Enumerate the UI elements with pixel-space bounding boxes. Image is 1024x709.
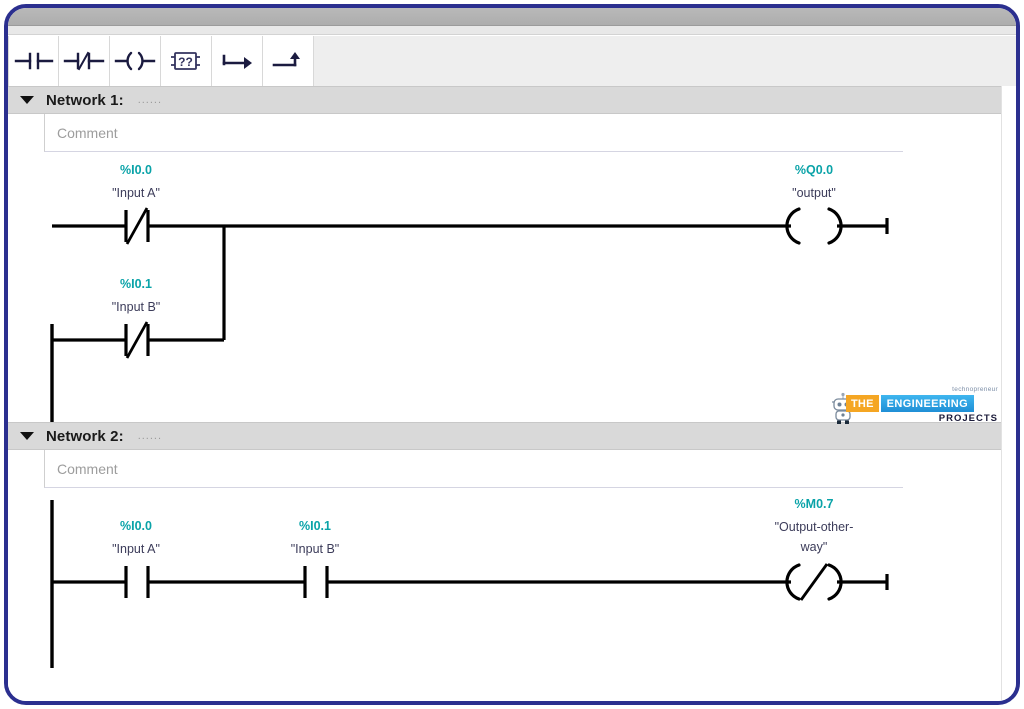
open-branch-button[interactable] (212, 36, 263, 86)
network-1-collapse-toggle[interactable] (8, 95, 46, 105)
ladder-editor-canvas: Network 1: ...... Comment %I0.0 "Input A… (8, 86, 1005, 701)
network-2-collapse-toggle[interactable] (8, 431, 46, 441)
plc-editor-window: ?? (4, 4, 1020, 705)
normally-open-contact-button[interactable] (8, 36, 59, 86)
contact-i01-nc[interactable]: %I0.1 "Input B" (52, 277, 224, 359)
instruction-toolbar: ?? (8, 36, 1016, 86)
coil-m07-symbol-line2: way" (800, 540, 828, 554)
network-2-ladder-diagram[interactable]: %I0.0 "Input A" %I0.1 "Input B" (8, 488, 1005, 688)
network-2-title: Network 2: (46, 427, 124, 445)
network-1-ladder-diagram[interactable]: %I0.0 "Input A" %I0.1 "Input B" (8, 152, 1005, 422)
contact-i01-address: %I0.1 (299, 519, 331, 533)
output-coil-icon (114, 50, 156, 72)
network-1-comment-row: Comment (8, 114, 1005, 152)
normally-open-contact-icon (14, 50, 54, 72)
contact-i01-symbol: "Input B" (112, 300, 161, 314)
coil-q00-address: %Q0.0 (795, 163, 833, 177)
network-2-comment-placeholder: Comment (57, 460, 118, 477)
contact-i01-address: %I0.1 (120, 277, 152, 291)
network-2-comment-row: Comment (8, 450, 1005, 488)
svg-text:??: ?? (178, 55, 193, 69)
contact-i01-no[interactable]: %I0.1 "Input B" (291, 519, 791, 598)
network-2-header[interactable]: Network 2: ...... (8, 422, 1005, 450)
close-branch-icon (271, 50, 305, 72)
coil-m07-negated[interactable]: %M0.7 "Output-other- way" (775, 497, 889, 601)
network-1-comment-input[interactable]: Comment (44, 114, 903, 152)
network-1-rung-area: %I0.0 "Input A" %I0.1 "Input B" (8, 152, 1005, 422)
contact-i00-nc[interactable]: %I0.0 "Input A" (52, 163, 224, 245)
chevron-down-icon (20, 95, 34, 105)
close-branch-button[interactable] (263, 36, 314, 86)
network-1-header[interactable]: Network 1: ...... (8, 86, 1005, 114)
contact-i00-address: %I0.0 (120, 163, 152, 177)
empty-box-button[interactable]: ?? (161, 36, 212, 86)
contact-i00-no[interactable]: %I0.0 "Input A" (52, 519, 305, 598)
network-2-rung-area: %I0.0 "Input A" %I0.1 "Input B" (8, 488, 1005, 688)
coil-m07-symbol-line1: "Output-other- (775, 520, 854, 534)
normally-closed-contact-button[interactable] (59, 36, 110, 86)
empty-box-icon: ?? (169, 48, 203, 74)
contact-i00-address: %I0.0 (120, 519, 152, 533)
network-1-dots: ...... (137, 94, 163, 106)
vertical-scrollbar[interactable] (1001, 86, 1016, 701)
network-2-dots: ...... (137, 430, 163, 442)
coil-m07-address: %M0.7 (795, 497, 834, 511)
normally-closed-contact-icon (63, 50, 105, 72)
window-sub-bar (8, 26, 1016, 35)
chevron-down-icon (20, 431, 34, 441)
network-1-comment-placeholder: Comment (57, 124, 118, 141)
network-2-comment-input[interactable]: Comment (44, 450, 903, 488)
contact-i00-symbol: "Input A" (112, 186, 160, 200)
network-1-title: Network 1: (46, 91, 124, 109)
contact-i01-symbol: "Input B" (291, 542, 340, 556)
contact-i00-symbol: "Input A" (112, 542, 160, 556)
output-coil-button[interactable] (110, 36, 161, 86)
coil-q00-symbol: "output" (792, 186, 836, 200)
coil-q00[interactable]: %Q0.0 "output" (785, 163, 889, 245)
open-branch-icon (220, 50, 254, 72)
window-title-bar[interactable] (8, 8, 1016, 26)
